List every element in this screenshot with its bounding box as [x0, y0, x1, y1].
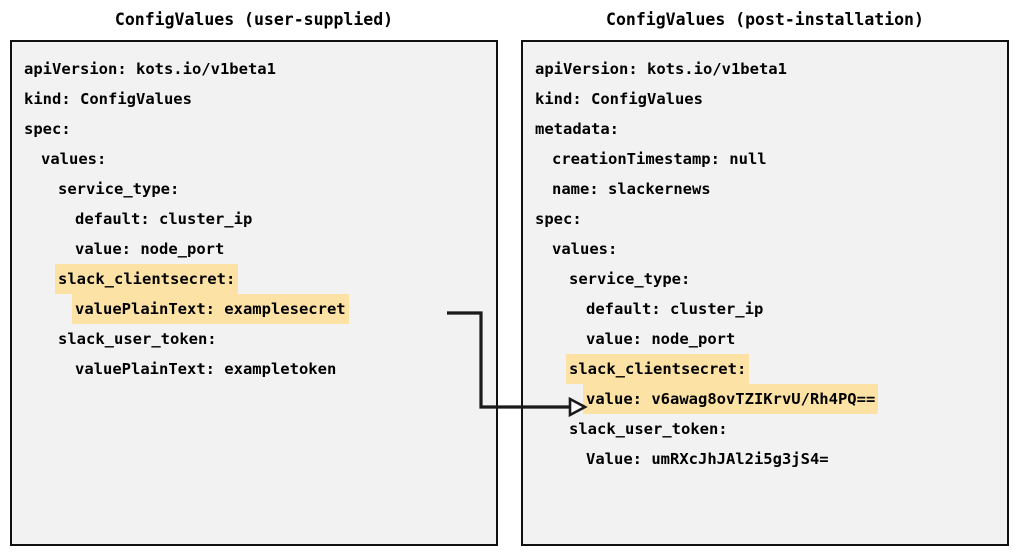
post-installation-yaml-line: kind: ConfigValues [523, 84, 1007, 114]
user-supplied-yaml-line: spec: [12, 114, 496, 144]
user-supplied-yaml-line-text: default: cluster_ip [75, 210, 253, 228]
post-installation-yaml-line: metadata: [523, 114, 1007, 144]
user-supplied-yaml-line: service_type: [12, 174, 496, 204]
user-supplied-yaml-line: default: cluster_ip [12, 204, 496, 234]
post-installation-yaml-line-text: service_type: [569, 270, 691, 288]
user-supplied-yaml-line-text: slack_user_token: [58, 330, 217, 348]
user-supplied-yaml-line-text: service_type: [58, 180, 180, 198]
user-supplied-yaml-line: values: [12, 144, 496, 174]
user-supplied-yaml-line-text: values: [41, 150, 107, 168]
post-installation-yaml-line-text: slack_clientsecret: [569, 357, 747, 381]
left-panel-title: ConfigValues (user-supplied) [114, 10, 394, 29]
post-installation-yaml-line: Value: umRXcJhJAl2i5g3jS4= [523, 444, 1007, 474]
user-supplied-yaml-line-text: kind: ConfigValues [24, 90, 192, 108]
post-installation-yaml-line-text: spec: [535, 210, 582, 228]
post-installation-yaml-line: values: [523, 234, 1007, 264]
post-installation-yaml-line-text: Value: umRXcJhJAl2i5g3jS4= [586, 450, 829, 468]
user-supplied-yaml-line-text: valuePlainText: examplesecret [75, 297, 346, 321]
post-installation-configvalues-panel: apiVersion: kots.io/v1beta1 kind: ConfigV… [521, 40, 1009, 546]
post-installation-yaml-code: apiVersion: kots.io/v1beta1 kind: ConfigV… [523, 42, 1007, 474]
post-installation-yaml-line: spec: [523, 204, 1007, 234]
post-installation-yaml-line-text: values: [552, 240, 618, 258]
user-supplied-yaml-code: apiVersion: kots.io/v1beta1 kind: ConfigV… [12, 42, 496, 384]
post-installation-yaml-line: service_type: [523, 264, 1007, 294]
post-installation-yaml-line: value: v6awag8ovTZIKrvU/Rh4PQ== [523, 384, 1007, 414]
post-installation-yaml-line: default: cluster_ip [523, 294, 1007, 324]
post-installation-yaml-line-text: default: cluster_ip [586, 300, 764, 318]
user-supplied-yaml-line-text: apiVersion: kots.io/v1beta1 [24, 60, 276, 78]
post-installation-yaml-line-text: value: node_port [586, 330, 736, 348]
post-installation-yaml-line-text: creationTimestamp: null [552, 150, 767, 168]
right-panel-title: ConfigValues (post-installation) [606, 10, 924, 29]
user-supplied-yaml-line: value: node_port [12, 234, 496, 264]
user-supplied-yaml-line: kind: ConfigValues [12, 84, 496, 114]
post-installation-yaml-line-text: metadata: [535, 120, 619, 138]
user-supplied-yaml-line: slack_user_token: [12, 324, 496, 354]
user-supplied-yaml-line-text: value: node_port [75, 240, 225, 258]
user-supplied-yaml-line: apiVersion: kots.io/v1beta1 [12, 54, 496, 84]
post-installation-yaml-line: creationTimestamp: null [523, 144, 1007, 174]
user-supplied-yaml-line-text: valuePlainText: exampletoken [75, 360, 337, 378]
post-installation-yaml-line: apiVersion: kots.io/v1beta1 [523, 54, 1007, 84]
post-installation-yaml-line: slack_clientsecret: [523, 354, 1007, 384]
post-installation-yaml-line-text: apiVersion: kots.io/v1beta1 [535, 60, 787, 78]
user-supplied-yaml-line-text: spec: [24, 120, 71, 138]
post-installation-yaml-line: slack_user_token: [523, 414, 1007, 444]
user-supplied-configvalues-panel: apiVersion: kots.io/v1beta1 kind: ConfigV… [10, 40, 498, 546]
post-installation-yaml-line-text: value: v6awag8ovTZIKrvU/Rh4PQ== [586, 387, 876, 411]
user-supplied-yaml-line: valuePlainText: exampletoken [12, 354, 496, 384]
post-installation-yaml-line: name: slackernews [523, 174, 1007, 204]
user-supplied-yaml-line-text: slack_clientsecret: [58, 267, 236, 291]
post-installation-yaml-line-text: kind: ConfigValues [535, 90, 703, 108]
user-supplied-yaml-line: slack_clientsecret: [12, 264, 496, 294]
post-installation-yaml-line: value: node_port [523, 324, 1007, 354]
post-installation-yaml-line-text: name: slackernews [552, 180, 711, 198]
user-supplied-yaml-line: valuePlainText: examplesecret [12, 294, 496, 324]
post-installation-yaml-line-text: slack_user_token: [569, 420, 728, 438]
